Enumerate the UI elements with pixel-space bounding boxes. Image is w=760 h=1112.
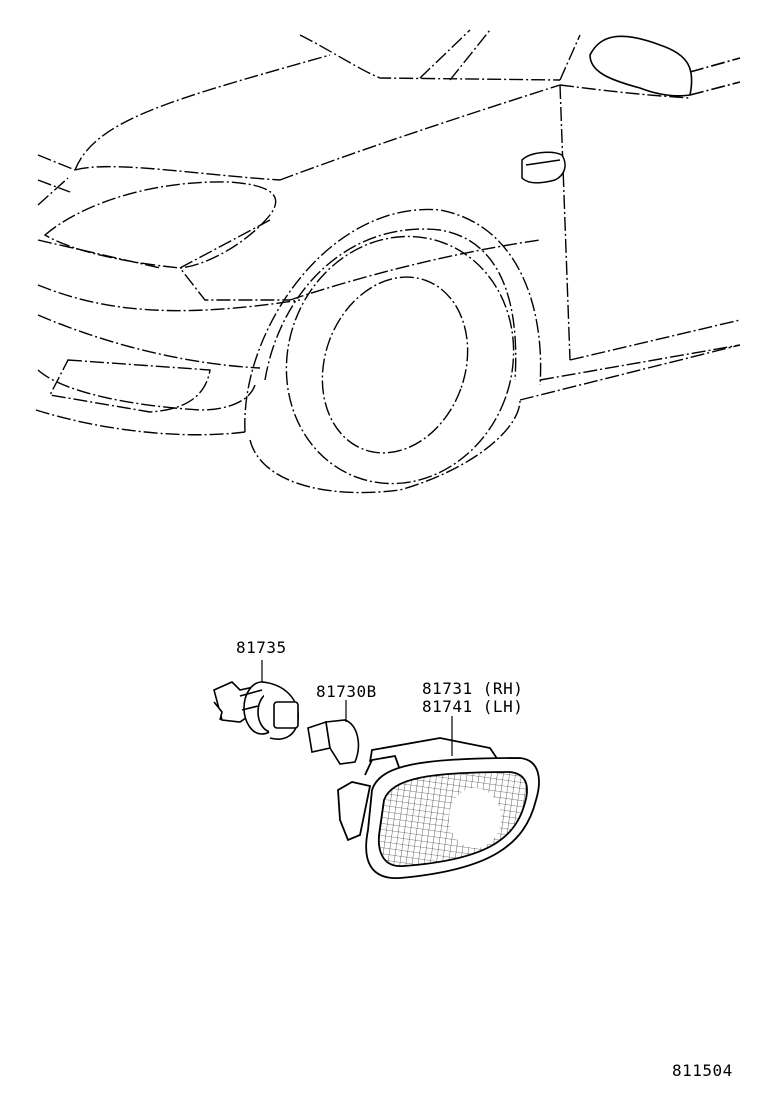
lamp-assembly-drawing [337,737,540,879]
diagram-code: 811504 [672,1061,733,1080]
part-number-bulb[interactable]: 81730B [316,682,377,701]
fender-marker-small [521,151,566,184]
part-number-socket[interactable]: 81735 [236,638,287,657]
part-number-lamp-lh[interactable]: 81741 (LH) [422,697,524,716]
side-mirror [589,35,741,97]
part-number-lamp-rh[interactable]: 81731 (RH) [422,679,524,698]
car-outline [35,29,741,494]
bulb-81730b-drawing [307,719,360,765]
socket-81735-drawing [213,681,299,740]
